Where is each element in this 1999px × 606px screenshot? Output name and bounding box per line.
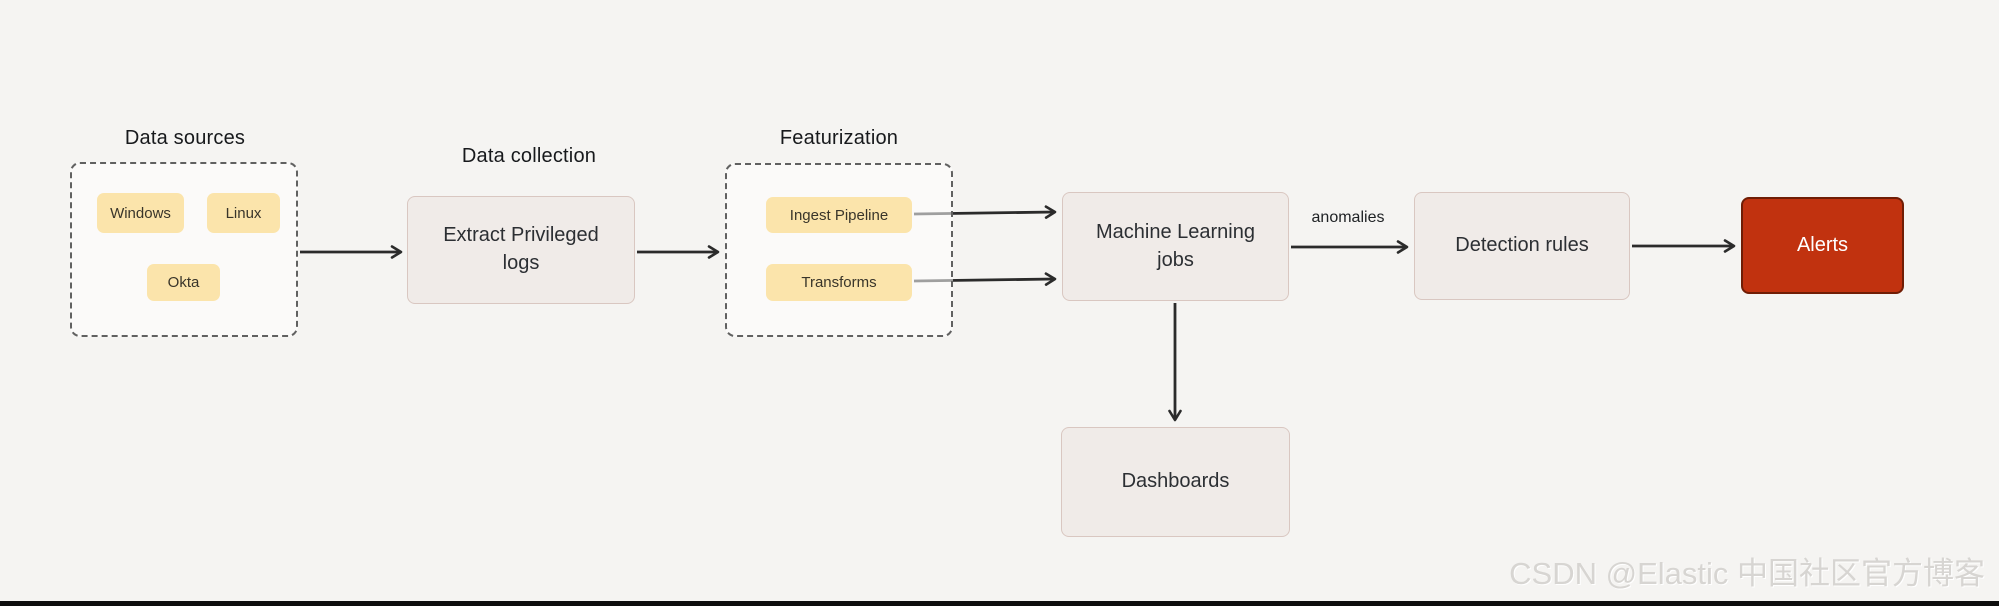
node-detection-rules: Detection rules [1414,192,1630,300]
section-label-data-sources: Data sources [124,127,246,149]
node-alerts: Alerts [1741,197,1904,294]
tag-windows: Windows [97,193,184,233]
tag-okta: Okta [147,264,220,301]
bottom-edge-bar [0,601,1999,606]
tag-transforms: Transforms [766,264,912,301]
group-featurization [725,163,953,337]
node-machine-learning-jobs: Machine Learning jobs [1062,192,1289,301]
section-label-featurization: Featurization [779,127,899,149]
tag-linux: Linux [207,193,280,233]
node-extract-privileged-logs: Extract Privileged logs [407,196,635,304]
tag-ingest-pipeline: Ingest Pipeline [766,197,912,233]
node-dashboards: Dashboards [1061,427,1290,537]
section-label-data-collection: Data collection [461,145,597,167]
edge-label-anomalies: anomalies [1311,209,1385,226]
group-data-sources [70,162,298,337]
csdn-watermark: CSDN @Elastic 中国社区官方博客 [1509,556,1985,591]
